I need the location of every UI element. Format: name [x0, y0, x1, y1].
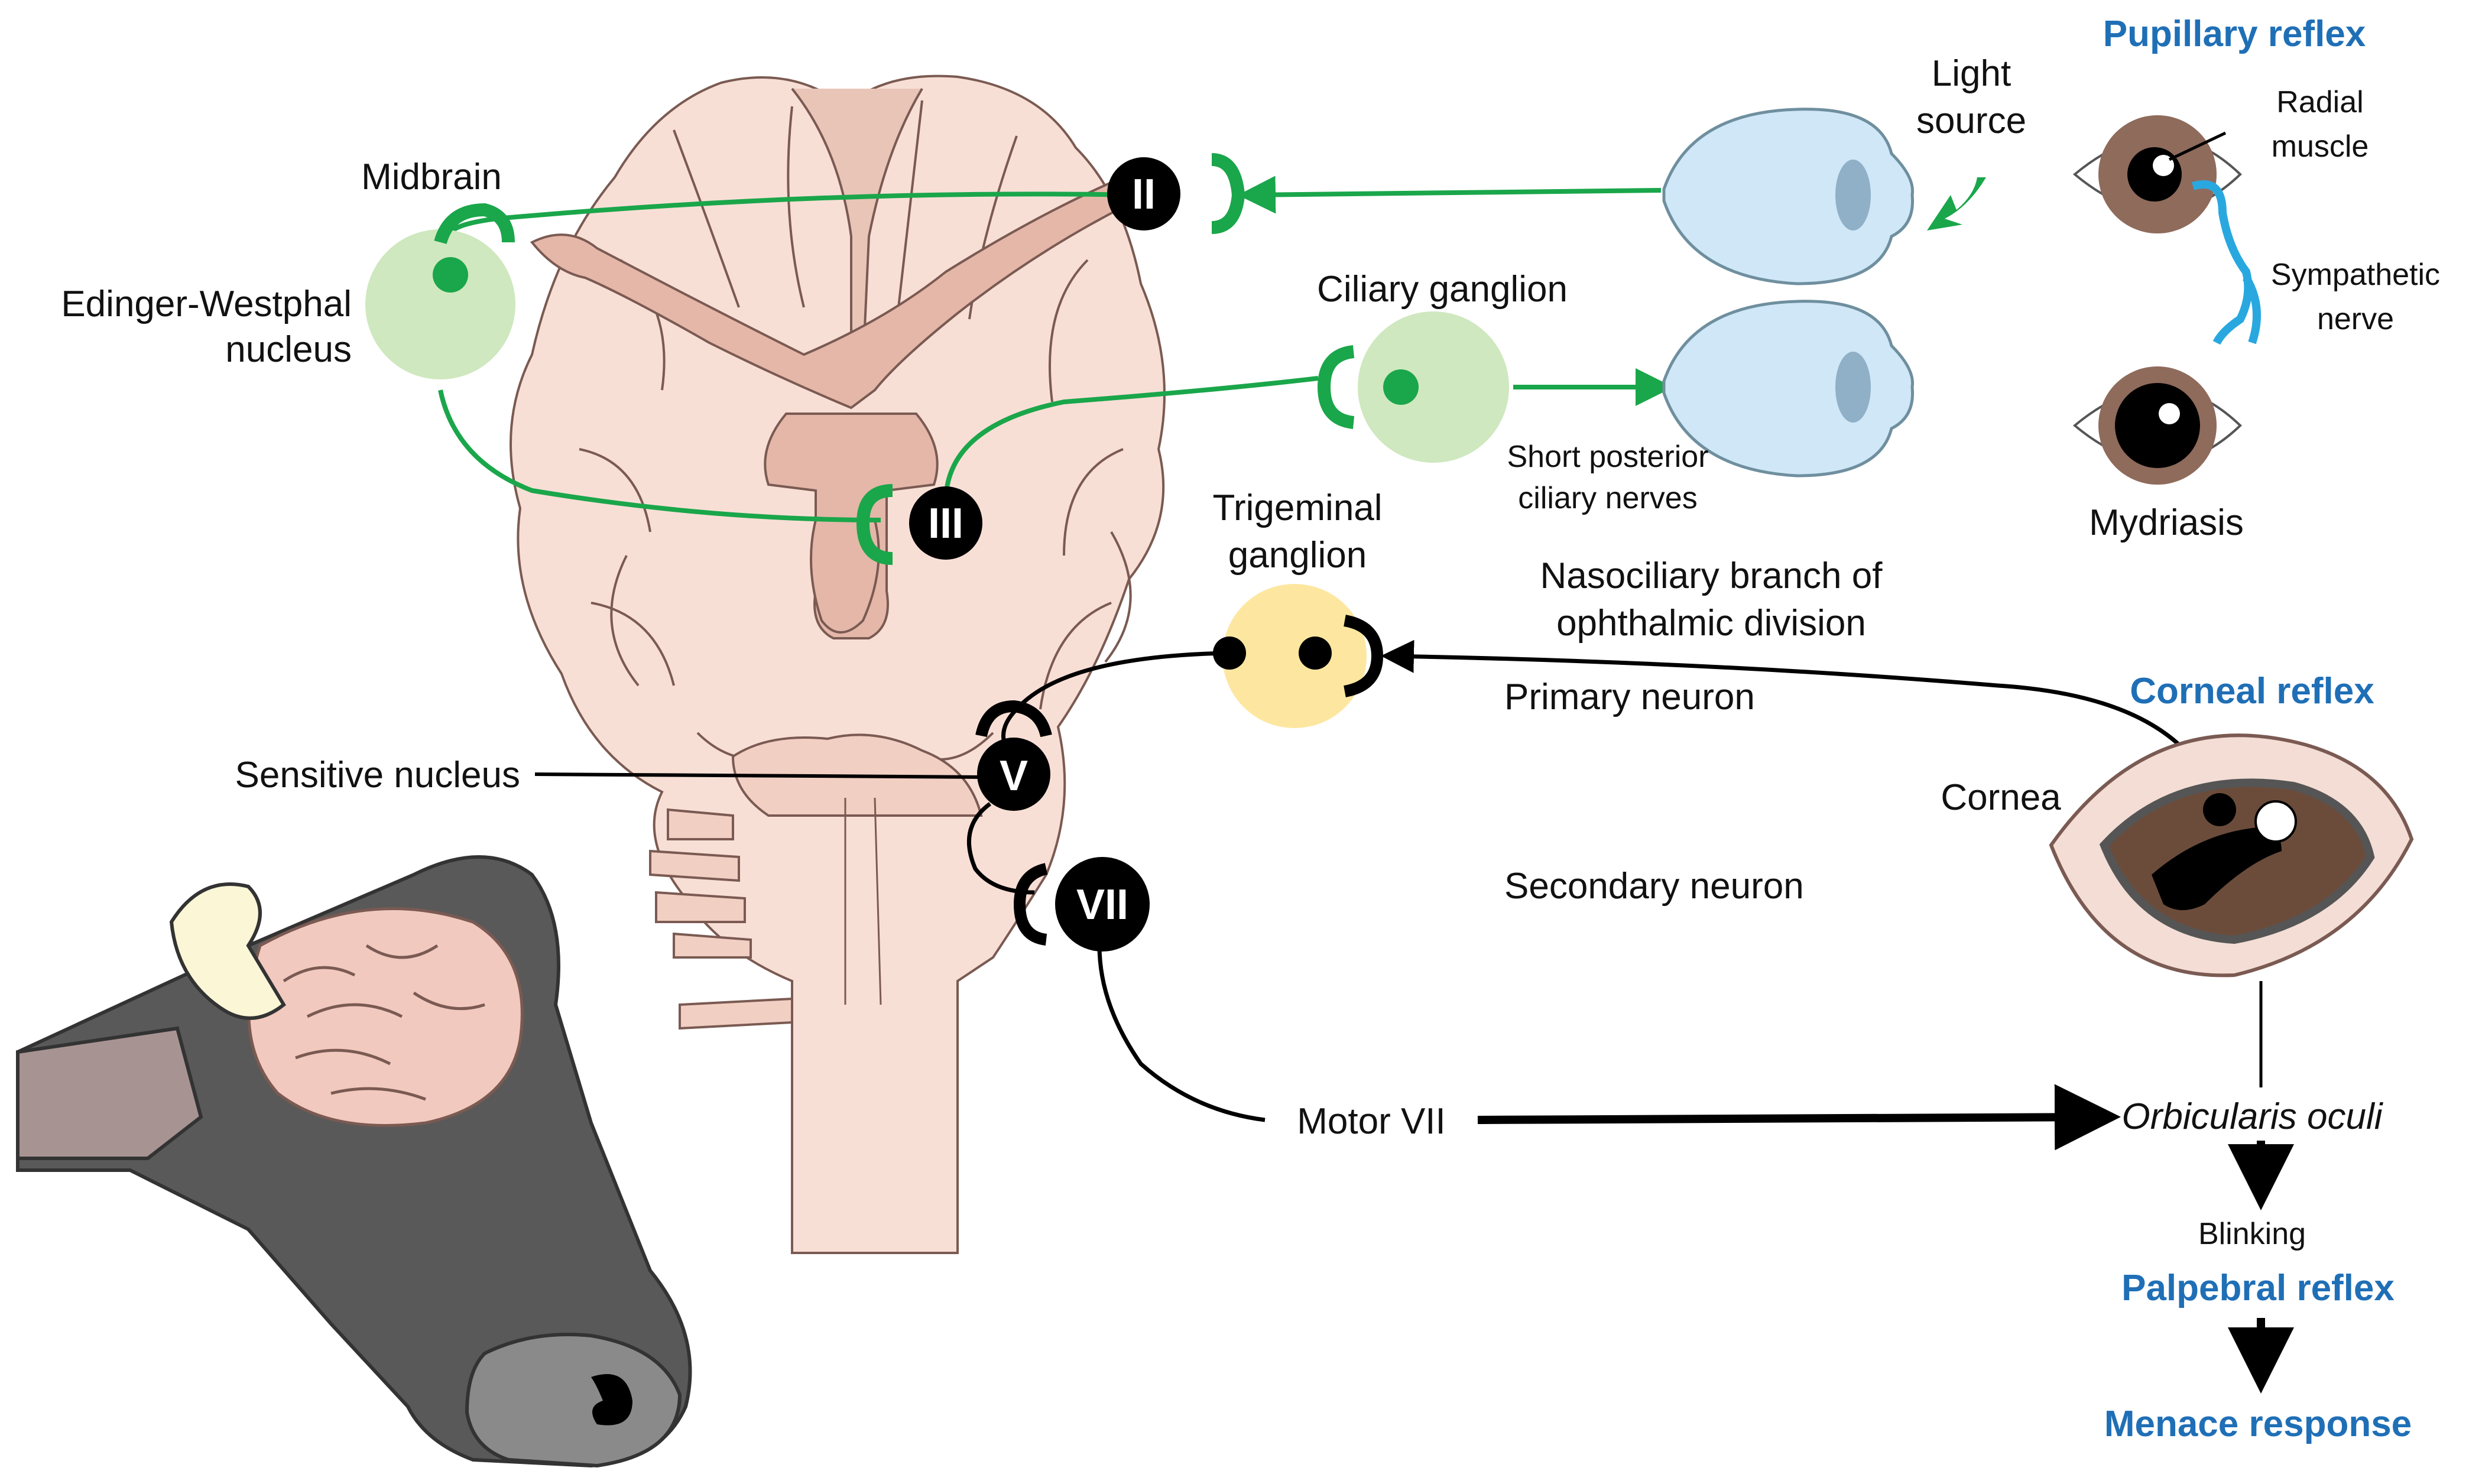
nerve-v-node [977, 738, 1050, 811]
sympathetic-label-line1: Sympathetic [2271, 258, 2440, 292]
ew-neuron-dot [433, 257, 468, 293]
secondary-neuron-line [966, 802, 1035, 895]
nerve-v-label: V [1000, 752, 1028, 800]
eyeball-top [1662, 108, 1915, 285]
light-source-label-line1: Light [1932, 53, 2011, 94]
midbrain-label: Midbrain [361, 157, 502, 197]
nerve-vii-node [1055, 857, 1150, 952]
cow-head-illustration [16, 855, 692, 1468]
nasociliary-label-line2: ophthalmic division [1556, 603, 1866, 644]
primary-neuron-line [1001, 651, 1230, 746]
menace-response-title: Menace response [2104, 1404, 2412, 1444]
iii-synapse [856, 484, 893, 565]
radial-muscle-label-line1: Radial [2276, 85, 2363, 119]
radial-muscle-pointer [2168, 131, 2227, 161]
corneal-reflex-title: Corneal reflex [2130, 671, 2374, 712]
short-posterior-label-line1: Short posterior [1507, 440, 1708, 474]
mydriasis-eye [2072, 366, 2242, 485]
short-posterior-label-line2: ciliary nerves [1518, 481, 1697, 515]
radial-muscle-label-line2: muscle [2272, 129, 2369, 164]
normal-pupil-eye [2072, 115, 2242, 233]
trigeminal-neuron-dot-1 [1213, 637, 1246, 670]
ciliary-ganglion-label: Ciliary ganglion [1317, 269, 1568, 310]
light-ray-arrow [1927, 177, 1986, 230]
vii-synapse [1013, 863, 1048, 946]
nerve-ii-node [1107, 157, 1180, 230]
cornea-label: Cornea [1941, 777, 2061, 818]
blinking-label: Blinking [2198, 1217, 2306, 1251]
secondary-neuron-label: Secondary neuron [1504, 866, 1804, 907]
ciliary-neuron-dot [1383, 369, 1419, 405]
edinger-westphal-nucleus [365, 229, 515, 379]
light-source-label-line2: source [1916, 100, 2026, 141]
nerve-ii-label: II [1132, 171, 1156, 218]
sympathetic-nerve-path [2191, 180, 2261, 345]
motor-vii-arrow [1477, 1084, 2121, 1151]
nerve-vii-label: VII [1076, 881, 1128, 928]
edinger-westphal-label-line1: Edinger-Westphal [61, 284, 352, 324]
trigeminal-ganglion-label-line1: Trigeminal [1212, 488, 1382, 528]
motor-vii-line-a [1097, 945, 1266, 1122]
pretectal-line [447, 191, 1141, 237]
nasociliary-afferent-line [1381, 639, 2222, 810]
trigeminal-synapse [1343, 615, 1384, 697]
mydriasis-label: Mydriasis [2089, 502, 2244, 543]
primary-neuron-label: Primary neuron [1504, 677, 1755, 717]
ii-synapse [1211, 153, 1245, 234]
nerve-iii-node [909, 486, 982, 560]
motor-vii-label: Motor VII [1297, 1101, 1446, 1142]
v-synapse [975, 700, 1052, 738]
palpebral-reflex-title: Palpebral reflex [2121, 1268, 2395, 1308]
orbicularis-oculi-label: Orbicularis oculi [2121, 1096, 2383, 1137]
sympathetic-label-line2: nerve [2317, 302, 2394, 336]
pupillary-reflex-title: Pupillary reflex [2103, 14, 2366, 54]
sensitive-nucleus-pointer [534, 772, 994, 779]
edinger-westphal-label-line2: nucleus [225, 329, 352, 370]
trigeminal-neuron-dot-2 [1299, 637, 1332, 670]
iii-to-ciliary-line [943, 376, 1319, 503]
ciliary-ganglion-circle [1358, 311, 1509, 463]
trigeminal-ganglion-circle [1222, 584, 1367, 728]
midbrain-synapse [434, 203, 515, 245]
nasociliary-label-line1: Nasociliary branch of [1540, 556, 1883, 596]
eyeball-bottom [1662, 300, 1915, 478]
nerve-iii-label: III [928, 500, 963, 547]
brainstem-illustration [510, 74, 1166, 1254]
ew-to-iii-line [438, 389, 881, 522]
trigeminal-ganglion-label-line2: ganglion [1228, 535, 1367, 576]
sensitive-nucleus-label: Sensitive nucleus [235, 755, 521, 795]
optic-afferent-line [1238, 176, 1662, 214]
cornea-eye [2049, 733, 2414, 978]
ciliary-synapse [1317, 345, 1355, 429]
